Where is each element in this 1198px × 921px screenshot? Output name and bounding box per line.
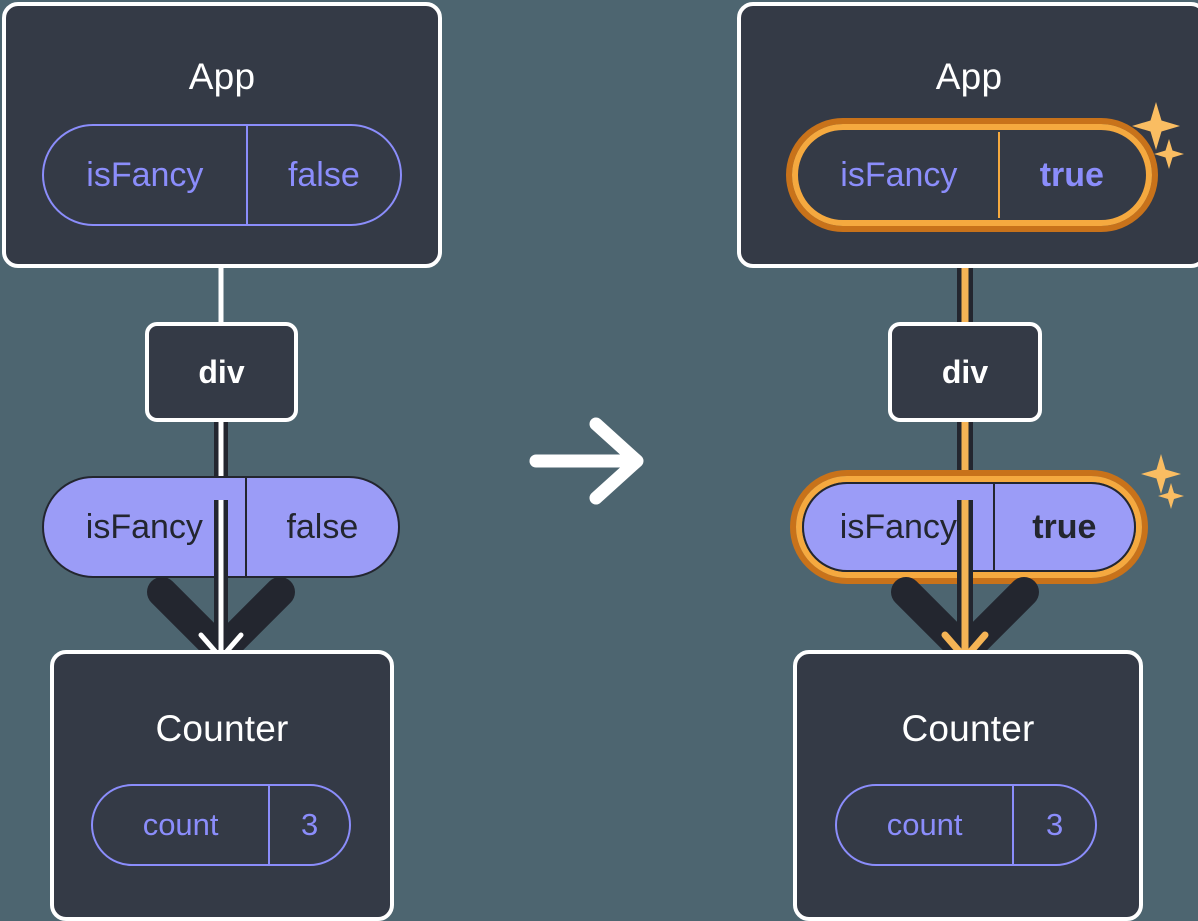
right-counter-state-key: count — [886, 807, 963, 842]
right-app-state-pill: isFancy true — [798, 130, 1146, 220]
left-app-state-value: false — [245, 126, 400, 224]
left-div-box: div — [145, 322, 298, 422]
right-counter-state-pill: count 3 — [835, 784, 1097, 866]
right-counter-title: Counter — [901, 708, 1035, 749]
right-prop-key: isFancy — [839, 507, 957, 546]
left-app-state-pill: isFancy false — [42, 124, 402, 226]
right-app-state-value: true — [997, 132, 1144, 218]
left-app-state-key: isFancy — [86, 155, 204, 194]
left-app-title: App — [188, 56, 256, 97]
right-app-title: App — [935, 56, 1003, 97]
left-prop-value: false — [244, 478, 398, 576]
left-prop-key: isFancy — [85, 507, 203, 546]
left-counter-panel: Counter — [50, 650, 394, 921]
left-counter-state-value: 3 — [268, 786, 349, 864]
left-counter-state-key: count — [142, 807, 219, 842]
left-div-label: div — [198, 354, 245, 390]
right-prop-value: true — [992, 484, 1134, 570]
right-div-box: div — [888, 322, 1042, 422]
left-counter-state-pill: count 3 — [91, 784, 351, 866]
left-counter-title: Counter — [155, 708, 289, 749]
right-app-state-key: isFancy — [840, 155, 958, 194]
right-counter-state-value: 3 — [1012, 786, 1095, 864]
right-div-label: div — [941, 354, 989, 390]
